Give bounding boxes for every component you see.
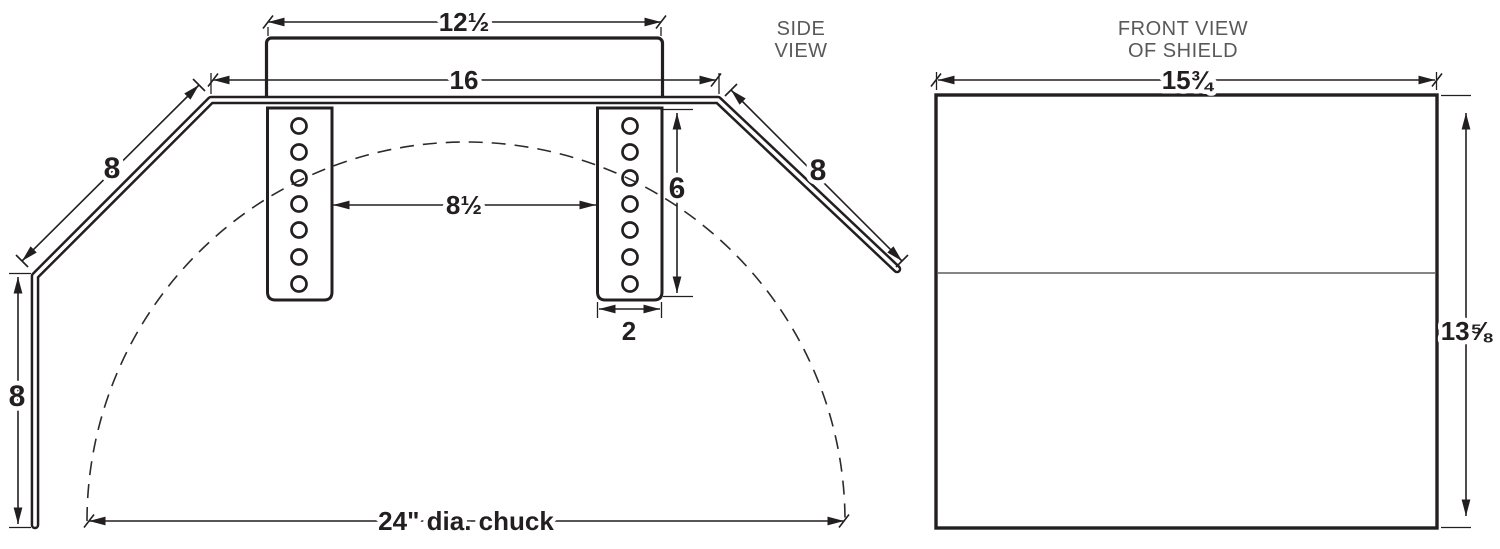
dim-label-left-wing: 8 <box>104 152 121 185</box>
side-view-title-line1: SIDE <box>777 18 826 40</box>
dim-label-bracket-height: 6 <box>669 172 686 205</box>
side-view-drawing: 12½ 16 8 8 8 8½ 6 <box>4 3 909 541</box>
bolt-hole <box>621 275 639 293</box>
bolt-hole <box>290 117 308 135</box>
dim-line-left-wing <box>21 84 200 262</box>
front-view-title: FRONT VIEW OF SHIELD <box>1118 18 1248 62</box>
side-view-title-line2: VIEW <box>774 40 827 62</box>
bolt-hole <box>290 275 308 293</box>
side-view-dimensions: 12½ 16 8 8 8 8½ 6 <box>4 3 909 541</box>
dim-label-left-drop: 8 <box>9 380 26 413</box>
mounting-bracket-left <box>266 106 334 302</box>
chuck-circle-dashed <box>86 141 846 522</box>
bolt-hole <box>621 143 639 161</box>
dim-label-shield-width: 12½ <box>439 7 490 37</box>
dim-label-front-width: 15¾ <box>1162 65 1215 95</box>
front-view-title-line2: OF SHIELD <box>1128 40 1238 62</box>
dim-label-bracket-gap: 8½ <box>446 190 482 220</box>
dim-label-front-height: 13⅝ <box>1441 316 1494 346</box>
bolt-hole <box>621 195 639 213</box>
bolt-holes-left <box>290 117 308 293</box>
front-view-drawing: 15¾ 13⅝ FRONT VIEW OF SHIELD <box>930 18 1498 530</box>
bolt-hole <box>290 195 308 213</box>
bolt-hole <box>290 169 308 187</box>
bolt-hole <box>290 248 308 266</box>
bolt-hole <box>290 143 308 161</box>
dim-label-chuck-diameter: 24" dia. chuck <box>378 506 554 536</box>
mounting-bracket-right <box>596 106 664 302</box>
side-view-title: SIDE VIEW <box>774 18 827 62</box>
bolt-hole <box>621 248 639 266</box>
front-view-title-line1: FRONT VIEW <box>1118 18 1248 40</box>
frame-profile <box>30 95 902 530</box>
dim-line-right-wing <box>730 89 903 262</box>
bolt-hole <box>621 117 639 135</box>
dim-label-frame-width: 16 <box>450 65 479 95</box>
bolt-hole <box>621 169 639 187</box>
bolt-holes-right <box>621 117 639 293</box>
shield-panel-front <box>934 93 1439 530</box>
bolt-hole <box>290 221 308 239</box>
bolt-hole <box>621 221 639 239</box>
front-view-dimensions: 15¾ 13⅝ <box>930 61 1498 529</box>
dim-label-bracket-width: 2 <box>622 316 636 346</box>
dim-label-right-wing: 8 <box>810 154 827 187</box>
